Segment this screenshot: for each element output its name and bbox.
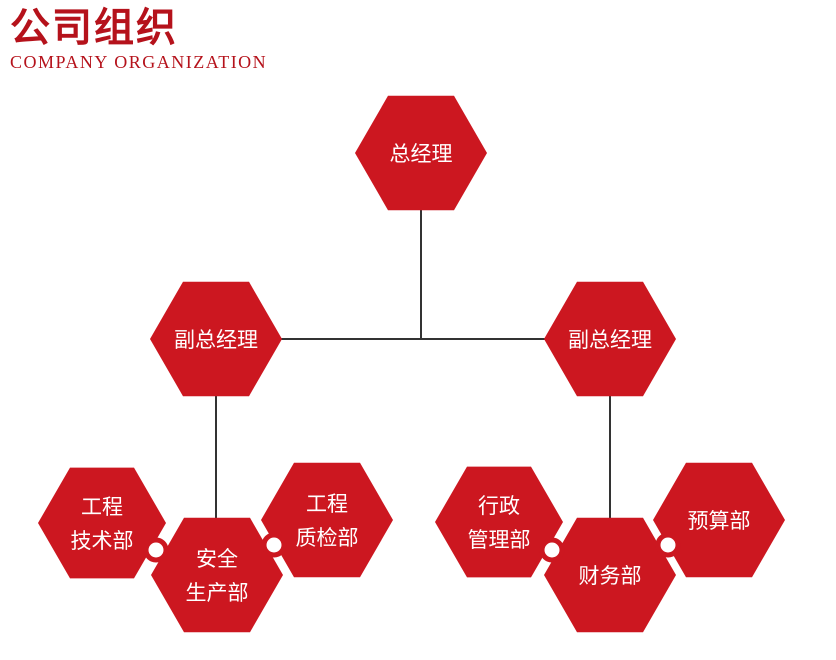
link-rings	[143, 532, 681, 563]
node-label: 质检部	[296, 526, 359, 550]
connector-lines	[215, 205, 611, 530]
hexagon-shape	[355, 95, 487, 211]
node-label: 安全	[196, 547, 238, 571]
node-label: 副总经理	[568, 328, 652, 352]
node-deputy-manager-left: 副总经理	[150, 281, 282, 397]
node-budget-dept: 预算部	[653, 462, 785, 578]
hexagon-shape	[435, 466, 563, 578]
node-label: 生产部	[186, 581, 249, 605]
ring-link-safety-qc	[261, 532, 287, 558]
hexagon-shape	[261, 462, 393, 578]
page-header: 公司组织 COMPANY ORGANIZATION	[10, 4, 268, 73]
hexagon-shape	[653, 462, 785, 578]
ring-link-finance-budget	[655, 532, 681, 558]
node-general-manager: 总经理	[355, 95, 487, 211]
node-label: 工程	[306, 492, 348, 516]
ring-link-admin-finance	[539, 537, 565, 563]
node-label: 技术部	[71, 529, 134, 553]
hexagon-shape	[544, 517, 676, 633]
node-label: 总经理	[390, 142, 453, 166]
node-deputy-manager-right: 副总经理	[544, 281, 676, 397]
node-label: 行政	[478, 494, 520, 518]
node-finance-dept: 财务部	[544, 517, 676, 633]
hexagon-shape	[150, 281, 282, 397]
node-label: 工程	[81, 495, 123, 519]
node-label: 副总经理	[174, 328, 258, 352]
org-nodes: 总经理副总经理副总经理工程技术部安全生产部工程质检部行政管理部财务部预算部	[38, 95, 785, 633]
hexagon-shape	[38, 467, 166, 579]
page-subtitle: COMPANY ORGANIZATION	[10, 52, 268, 72]
node-label: 预算部	[688, 509, 751, 533]
page-title: 公司组织	[10, 4, 178, 51]
hexagon-shape	[544, 281, 676, 397]
node-label: 管理部	[468, 528, 531, 552]
ring-link-engineering-safety	[143, 537, 169, 563]
node-label: 财务部	[579, 564, 642, 588]
hexagon-shape	[151, 517, 283, 633]
